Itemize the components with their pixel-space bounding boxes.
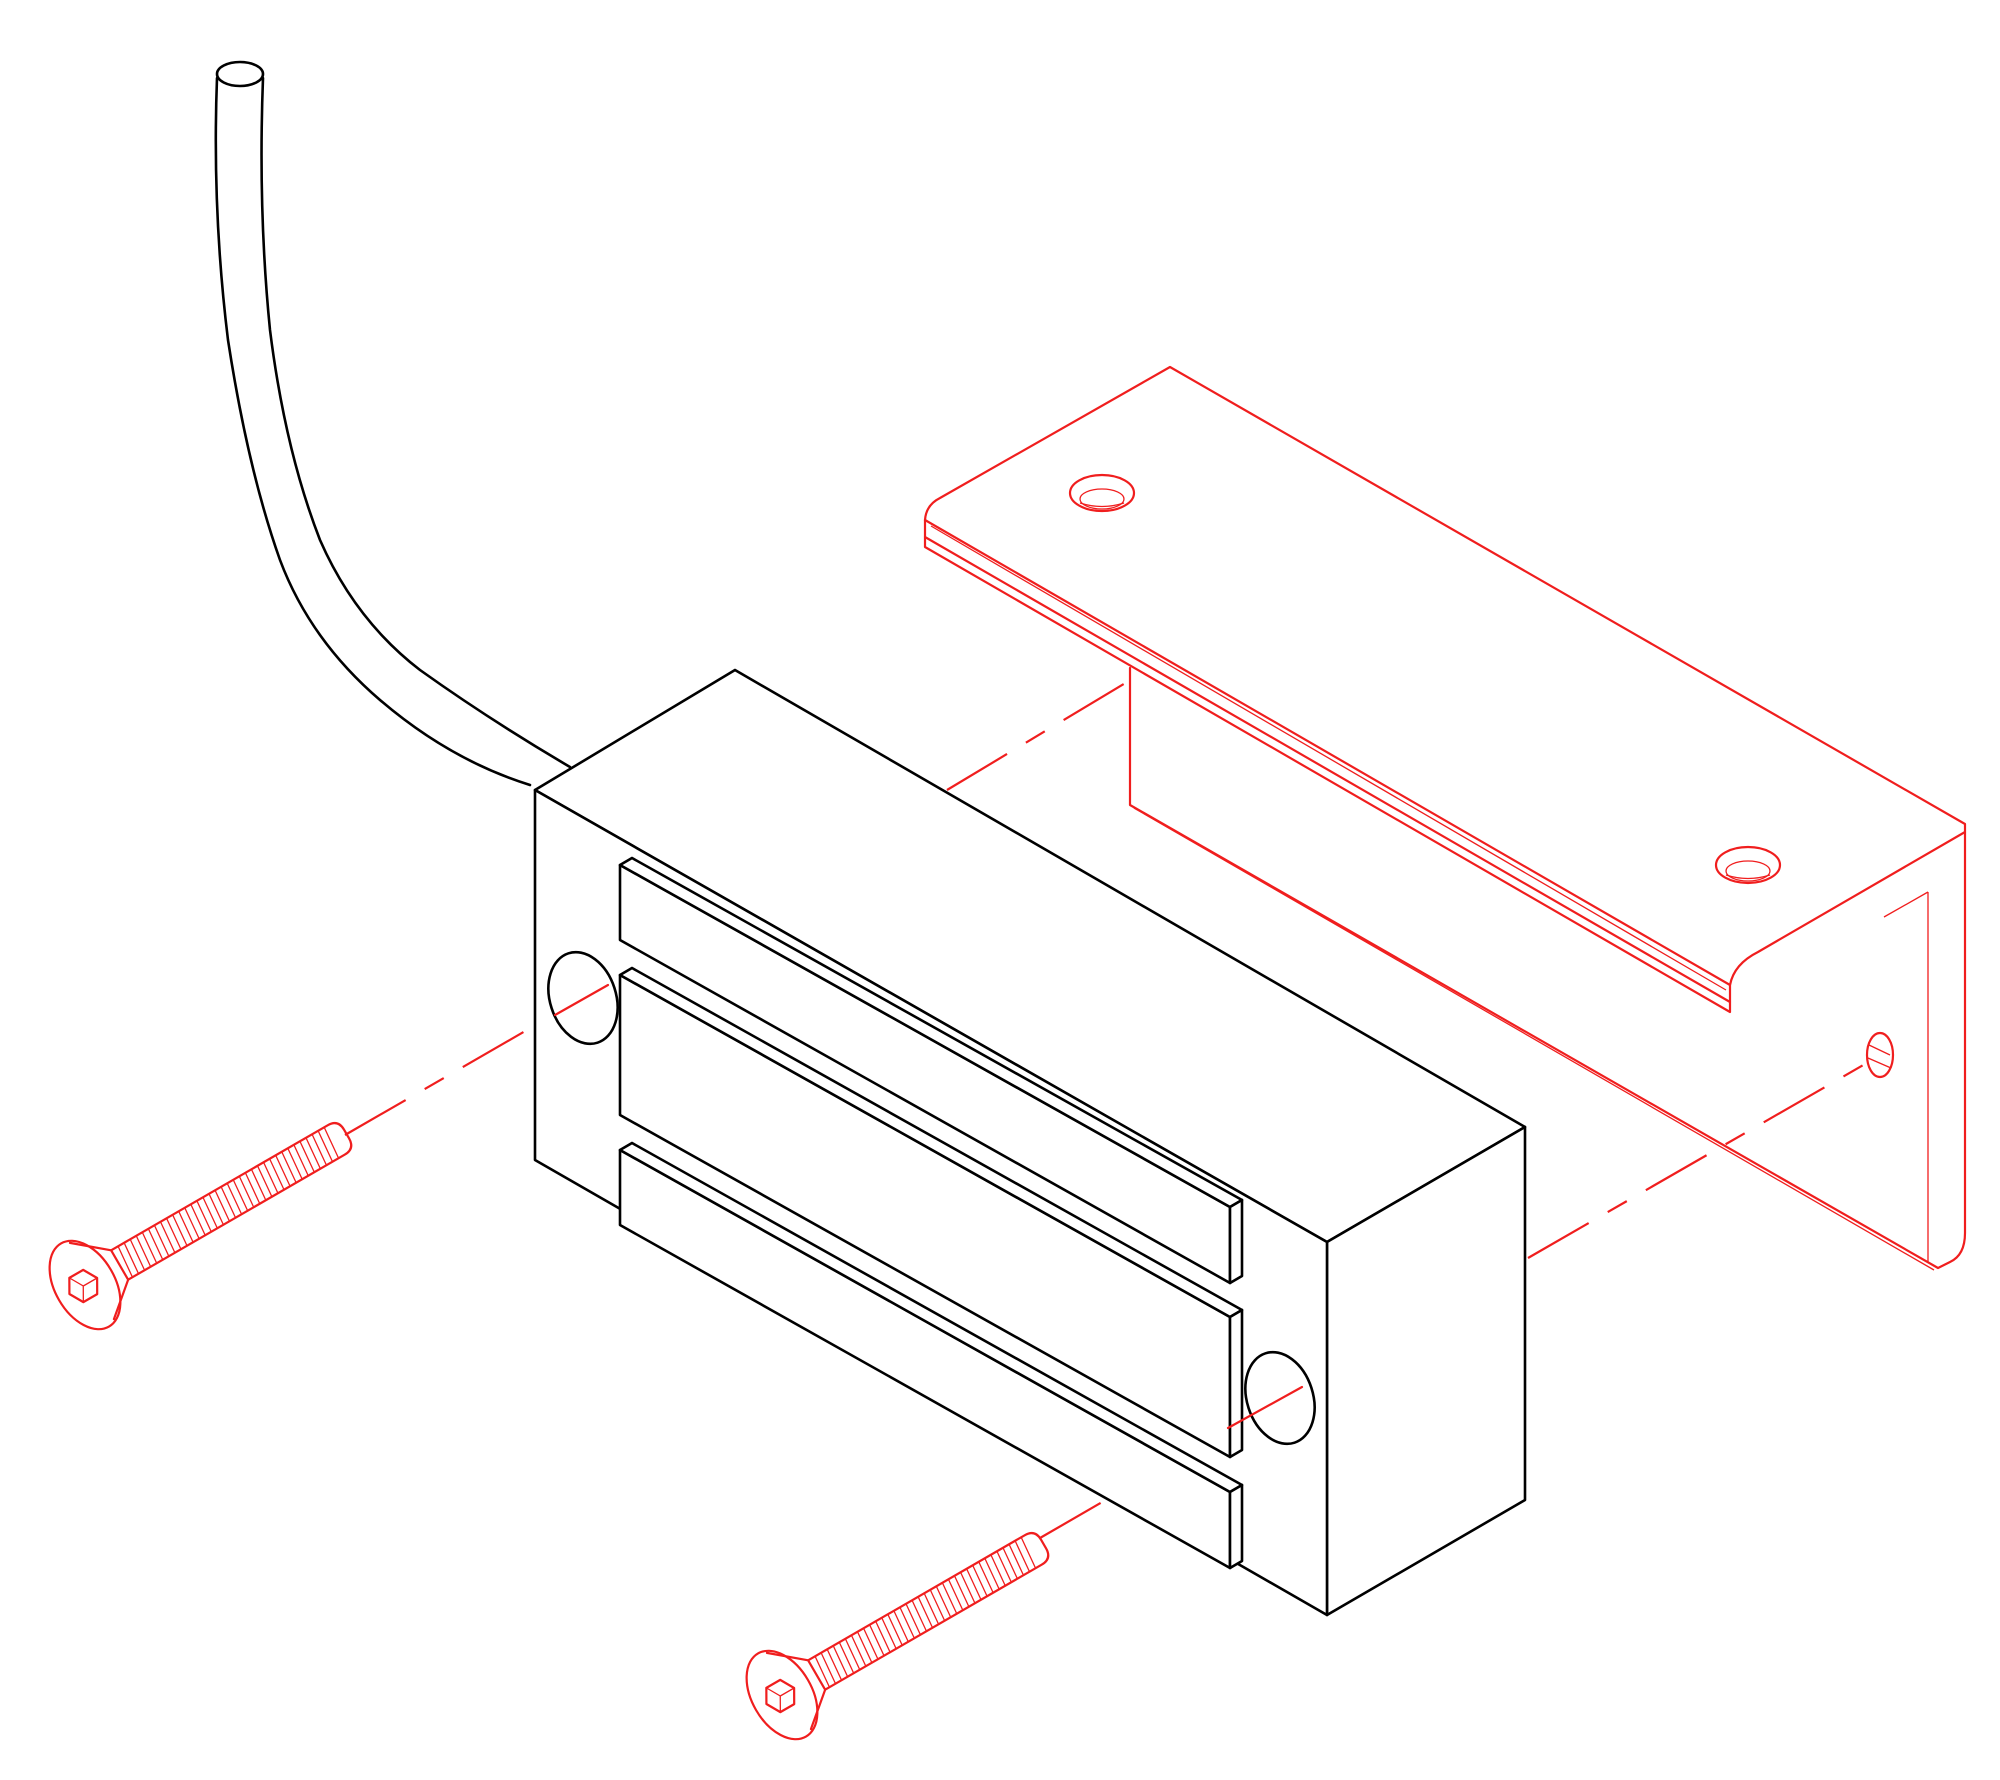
bracket-hole-2 [1714, 845, 1782, 885]
bracket-top-edge-inner [930, 525, 1727, 991]
countersunk-screw-2 [745, 1531, 1050, 1741]
cable-end [215, 60, 265, 88]
bracket-threaded-hole [1865, 1031, 1895, 1079]
magnet-body [533, 668, 1527, 1617]
alignment-stub-right [1226, 1385, 1304, 1430]
pole-strip-2 [618, 966, 1244, 1459]
bracket-top-face [923, 365, 1967, 1004]
bracket-vertical-leg [1128, 666, 1967, 1270]
alignment-line-top [946, 672, 1143, 791]
alignment-line-screw-1 [344, 984, 606, 1136]
pole-strip-1 [618, 856, 1244, 1285]
magnet-hole-right [1244, 1350, 1316, 1446]
magnet-hole-left [547, 950, 619, 1046]
bracket-leg-edge [1133, 807, 1935, 1271]
pole-strip-3 [618, 1141, 1244, 1570]
mounting-bracket [923, 365, 1967, 1271]
bracket-hole-1 [1068, 473, 1136, 513]
cable [214, 60, 572, 787]
bracket-top-edge [923, 518, 1732, 1014]
alignment-line-right [1527, 1059, 1873, 1259]
alignment-stub-left [553, 983, 610, 1017]
countersunk-screw-1 [48, 1121, 353, 1331]
